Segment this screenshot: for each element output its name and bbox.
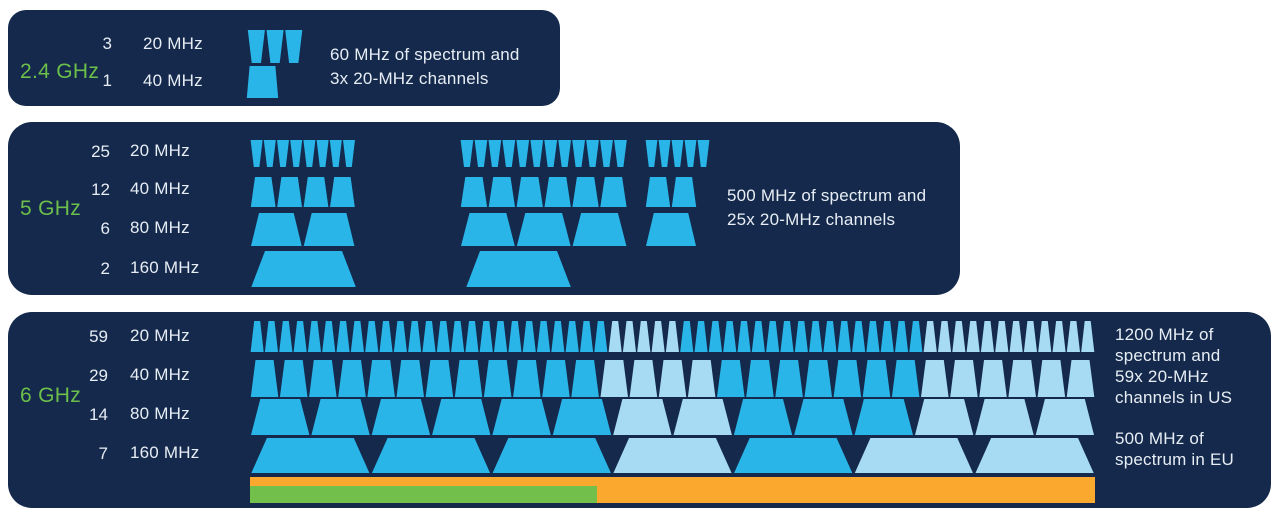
- spectrum-note-5ghz: 500 MHz of spectrum and 25x 20-MHz chann…: [727, 186, 927, 229]
- spectrum-note-6ghz-eu: 500 MHz of spectrum in EU: [1115, 429, 1235, 469]
- channel-width-label: 160 MHz: [130, 258, 200, 277]
- band-panel-2-4ghz: 2.4 GHz 3 20 MHz 1 40 MHz 60 MHz of spec…: [8, 10, 560, 106]
- spectrum-note-2-4ghz: 60 MHz of spectrum and 3x 20-MHz channel…: [330, 45, 520, 88]
- channel-count: 1: [102, 71, 112, 90]
- channel-count: 2: [100, 259, 110, 278]
- band-label-6ghz: 6 GHz: [20, 384, 82, 407]
- channel-width-label: 40 MHz: [130, 179, 190, 198]
- band-panel-5ghz: 5 GHz 25 20 MHz 12 40 MHz 6 80 MHz 2 160…: [8, 122, 960, 295]
- channel-count: 3: [102, 34, 112, 53]
- channel-count: 7: [98, 444, 108, 463]
- channel-count: 25: [91, 142, 110, 161]
- band-label-5ghz: 5 GHz: [20, 197, 82, 220]
- channel-width-label: 40 MHz: [130, 365, 190, 384]
- spectrum-note-6ghz-us: 1200 MHz of spectrum and 59x 20-MHz chan…: [1115, 325, 1233, 407]
- channel-width-label: 160 MHz: [130, 443, 200, 462]
- band-panel-6ghz: 6 GHz 59 20 MHz 29 40 MHz 14 80 MHz 7 16…: [8, 312, 1271, 508]
- channel-width-label: 20 MHz: [130, 141, 190, 160]
- channel-width-label: 80 MHz: [130, 218, 190, 237]
- channel-count: 29: [89, 366, 108, 385]
- channel-count: 14: [89, 405, 108, 424]
- channel-count: 12: [91, 180, 110, 199]
- channel-width-label: 20 MHz: [143, 34, 203, 53]
- channel-count: 6: [100, 219, 110, 238]
- channel-width-label: 40 MHz: [143, 71, 203, 90]
- channel-width-label: 80 MHz: [130, 404, 190, 423]
- channel-count: 59: [89, 327, 108, 346]
- band-label-2-4ghz: 2.4 GHz: [20, 60, 100, 83]
- channel-width-label: 20 MHz: [130, 326, 190, 345]
